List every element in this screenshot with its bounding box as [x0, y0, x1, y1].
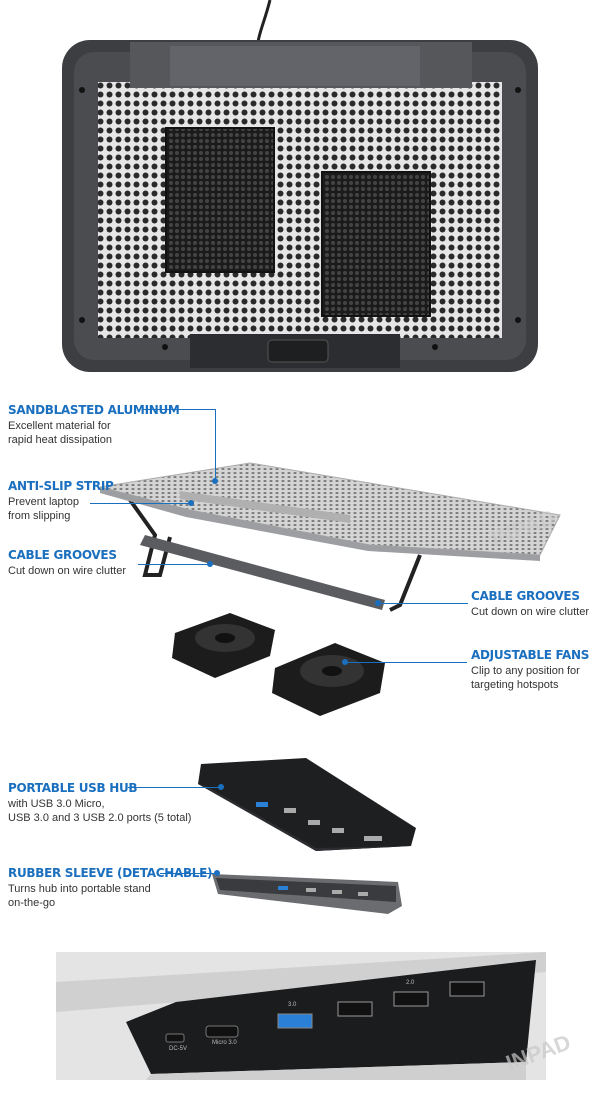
callout-antislip-desc: Prevent laptop from slipping — [8, 496, 79, 522]
callout-usbhub-desc: with USB 3.0 Micro, USB 3.0 and 3 USB 2.… — [8, 798, 192, 824]
cooling-pad-angled-view — [100, 455, 580, 625]
callout-sandblasted-title: SANDBLASTED ALUMINUM — [8, 403, 180, 417]
callout-fans-title: ADJUSTABLE FANS — [471, 648, 590, 662]
callout-fans-desc: Clip to any position for targeting hotsp… — [471, 665, 580, 691]
leader-usbhub — [128, 787, 220, 788]
callout-sleeve-title: RUBBER SLEEVE (DETACHABLE) — [8, 866, 213, 880]
leader-sandblasted — [143, 409, 215, 410]
callout-cable-left-desc: Cut down on wire clutter — [8, 565, 126, 577]
port-label-usb2: 2.0 — [406, 980, 415, 986]
callout-sleeve-desc: Turns hub into portable stand on-the-go — [8, 883, 151, 909]
ports-closeup: DC-5V Micro 3.0 3.0 2.0 — [56, 952, 546, 1080]
callout-usbhub-title: PORTABLE USB HUB — [8, 781, 138, 795]
leader-dot — [212, 478, 218, 484]
rubber-sleeve-image — [208, 866, 404, 916]
fan-module-left — [170, 608, 280, 680]
leader-cable-left — [138, 564, 210, 565]
callout-cable-right-title: CABLE GROOVES — [471, 589, 580, 603]
leader-cable-right — [378, 603, 468, 604]
usb-hub-image — [196, 756, 420, 852]
port-label-micro: Micro 3.0 — [212, 1040, 237, 1046]
leader-fans — [345, 662, 467, 663]
port-label-usb3: 3.0 — [288, 1002, 297, 1008]
port-label-dc: DC-5V — [169, 1046, 188, 1052]
leader-antislip — [90, 503, 190, 504]
callout-antislip-title: ANTI-SLIP STRIP — [8, 479, 114, 493]
fan-module-right — [270, 638, 390, 718]
callout-cable-right-desc: Cut down on wire clutter — [471, 606, 589, 618]
callout-sandblasted-desc: Excellent material for rapid heat dissip… — [8, 420, 112, 446]
leader-sleeve — [160, 873, 216, 874]
callout-cable-left-title: CABLE GROOVES — [8, 548, 117, 562]
cooling-pad-top-view — [60, 0, 540, 380]
